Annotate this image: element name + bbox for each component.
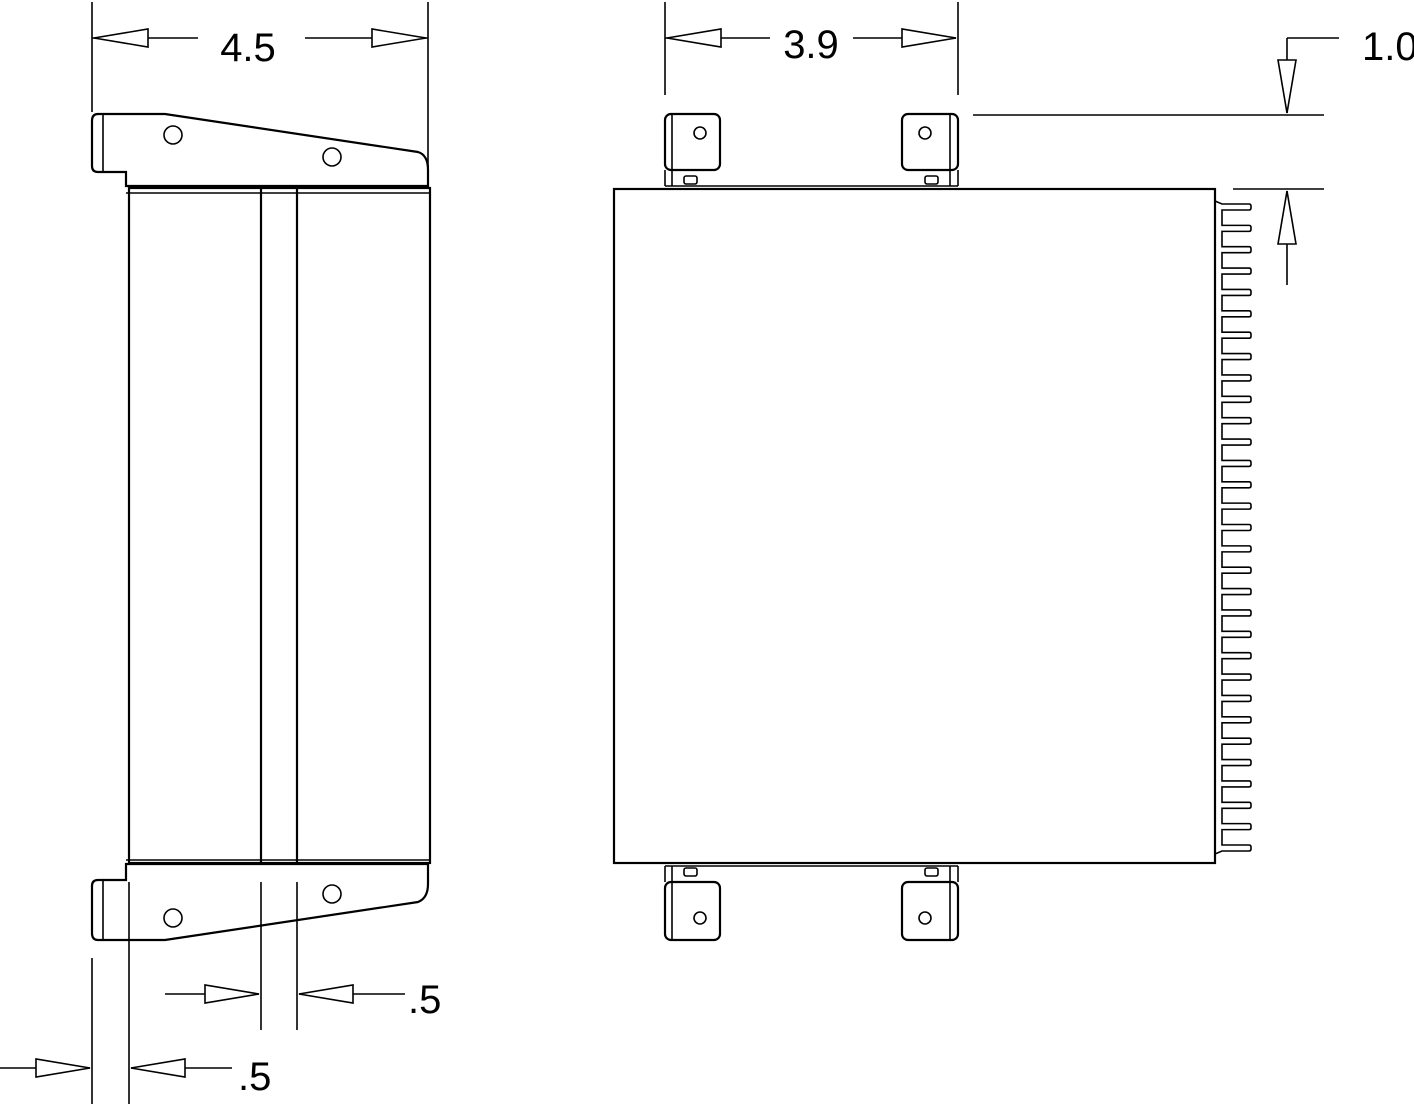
mount-hole <box>693 911 707 925</box>
dim-label-flange: .5 <box>238 1055 271 1099</box>
mount-tab-bottom-right <box>900 866 960 942</box>
dim-arrow-right <box>204 984 260 1004</box>
mount-tab-top-left <box>663 112 722 186</box>
dim-arrow-left <box>93 28 149 48</box>
dim-arrow-up <box>1277 190 1297 245</box>
heatsink-fins <box>1214 200 1252 855</box>
mount-hole <box>918 126 932 140</box>
dim-arrow-right <box>901 28 957 48</box>
bottom-bracket-hole-2 <box>322 884 342 904</box>
top-bracket-hole-2 <box>322 147 342 167</box>
dimension-bracket-height: 1.0 <box>973 25 1414 285</box>
dim-arrow-left <box>298 984 354 1004</box>
dimension-flange: .5 <box>0 882 271 1104</box>
front-view <box>612 112 1252 942</box>
top-bracket-hole-1 <box>163 125 183 145</box>
bottom-bracket <box>90 862 430 942</box>
side-body <box>127 186 432 865</box>
mount-hole <box>918 911 932 925</box>
mount-tab-top-right <box>900 112 960 186</box>
mount-tab-bottom-left <box>663 866 722 942</box>
dimension-mount-spacing: 3.9 <box>664 2 959 95</box>
dim-label-side-width: 4.5 <box>220 26 276 70</box>
dimension-side-width: 4.5 <box>91 2 429 170</box>
dim-arrow-right <box>35 1058 91 1078</box>
dim-arrow-right <box>371 28 427 48</box>
front-body <box>612 187 1217 865</box>
dim-label-center-slot: .5 <box>408 978 441 1022</box>
dim-arrow-left <box>130 1058 186 1078</box>
mount-hole <box>693 126 707 140</box>
dimension-center-slot: .5 <box>165 882 441 1030</box>
dim-label-mount-spacing: 3.9 <box>783 23 839 67</box>
dim-arrow-left <box>666 28 722 48</box>
top-bracket <box>90 112 430 188</box>
side-view <box>90 112 432 942</box>
dim-arrow-down <box>1277 59 1297 114</box>
bottom-bracket-hole-1 <box>163 908 183 928</box>
dim-label-bracket-height: 1.0 <box>1362 25 1414 69</box>
